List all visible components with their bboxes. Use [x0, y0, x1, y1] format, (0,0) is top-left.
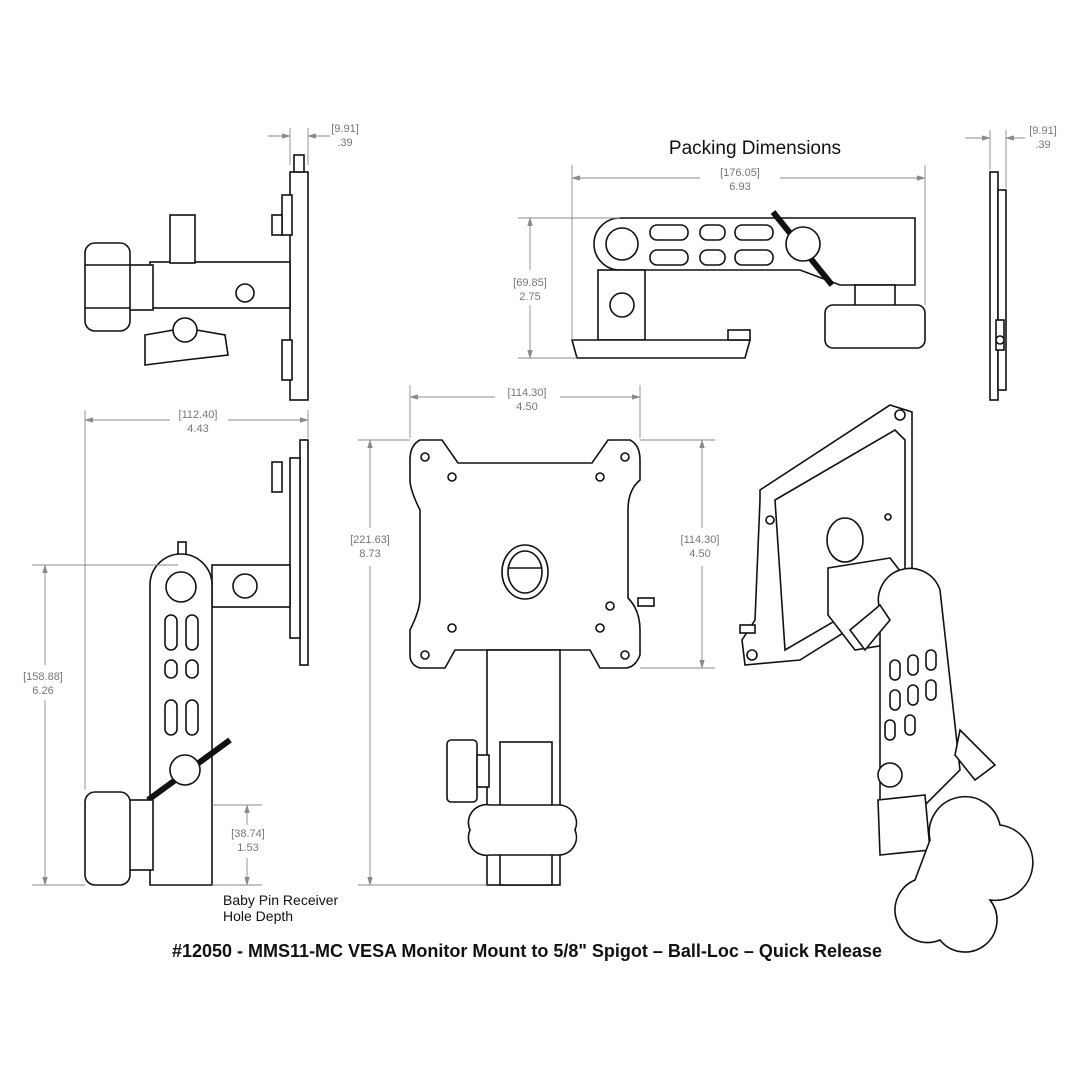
packing-view: Packing Dimensions [176.05] 6.93 [69.85]…	[513, 138, 926, 359]
vesa-front-view: [114.30] 4.50 [221.63] 8.73 [114.30] 4.5…	[350, 385, 720, 886]
dim-in: 1.53	[237, 842, 258, 854]
dim-mm: [38.74]	[231, 828, 265, 840]
dim-in: 6.93	[729, 181, 750, 193]
dim-in: .39	[1035, 139, 1050, 151]
dim-in: 6.26	[32, 685, 53, 697]
top-right-side-view: [9.91] .39	[965, 125, 1057, 401]
dim-mm: [9.91]	[1029, 125, 1057, 137]
dim-in: 2.75	[519, 291, 540, 303]
dim-in: 4.43	[187, 423, 208, 435]
pin-caption-line2: Hole Depth	[223, 908, 293, 924]
dim-mm: [158.88]	[23, 671, 63, 683]
dim-mm: [114.30]	[681, 534, 720, 546]
dim-mm: [9.91]	[331, 123, 359, 135]
dim-mm: [112.40]	[179, 409, 218, 421]
packing-title: Packing Dimensions	[669, 138, 841, 159]
top-left-side-view: [9.91] .39	[84, 123, 359, 401]
bottom-left-side-view: [112.40] 4.43 [158.88] 6.26 [38.74] 1.53…	[23, 409, 338, 924]
dim-mm: [176.05]	[720, 167, 760, 179]
dim-mm: [221.63]	[350, 534, 390, 546]
dim-mm: [114.30]	[508, 387, 547, 399]
dim-mm: [69.85]	[513, 277, 547, 289]
pin-caption-line1: Baby Pin Receiver	[223, 892, 339, 908]
isometric-view	[739, 404, 1034, 953]
dim-in: 4.50	[689, 548, 710, 560]
dim-in: .39	[337, 137, 352, 149]
dim-in: 4.50	[516, 401, 537, 413]
dim-in: 8.73	[359, 548, 380, 560]
product-title: #12050 - MMS11-MC VESA Monitor Mount to …	[172, 941, 882, 961]
